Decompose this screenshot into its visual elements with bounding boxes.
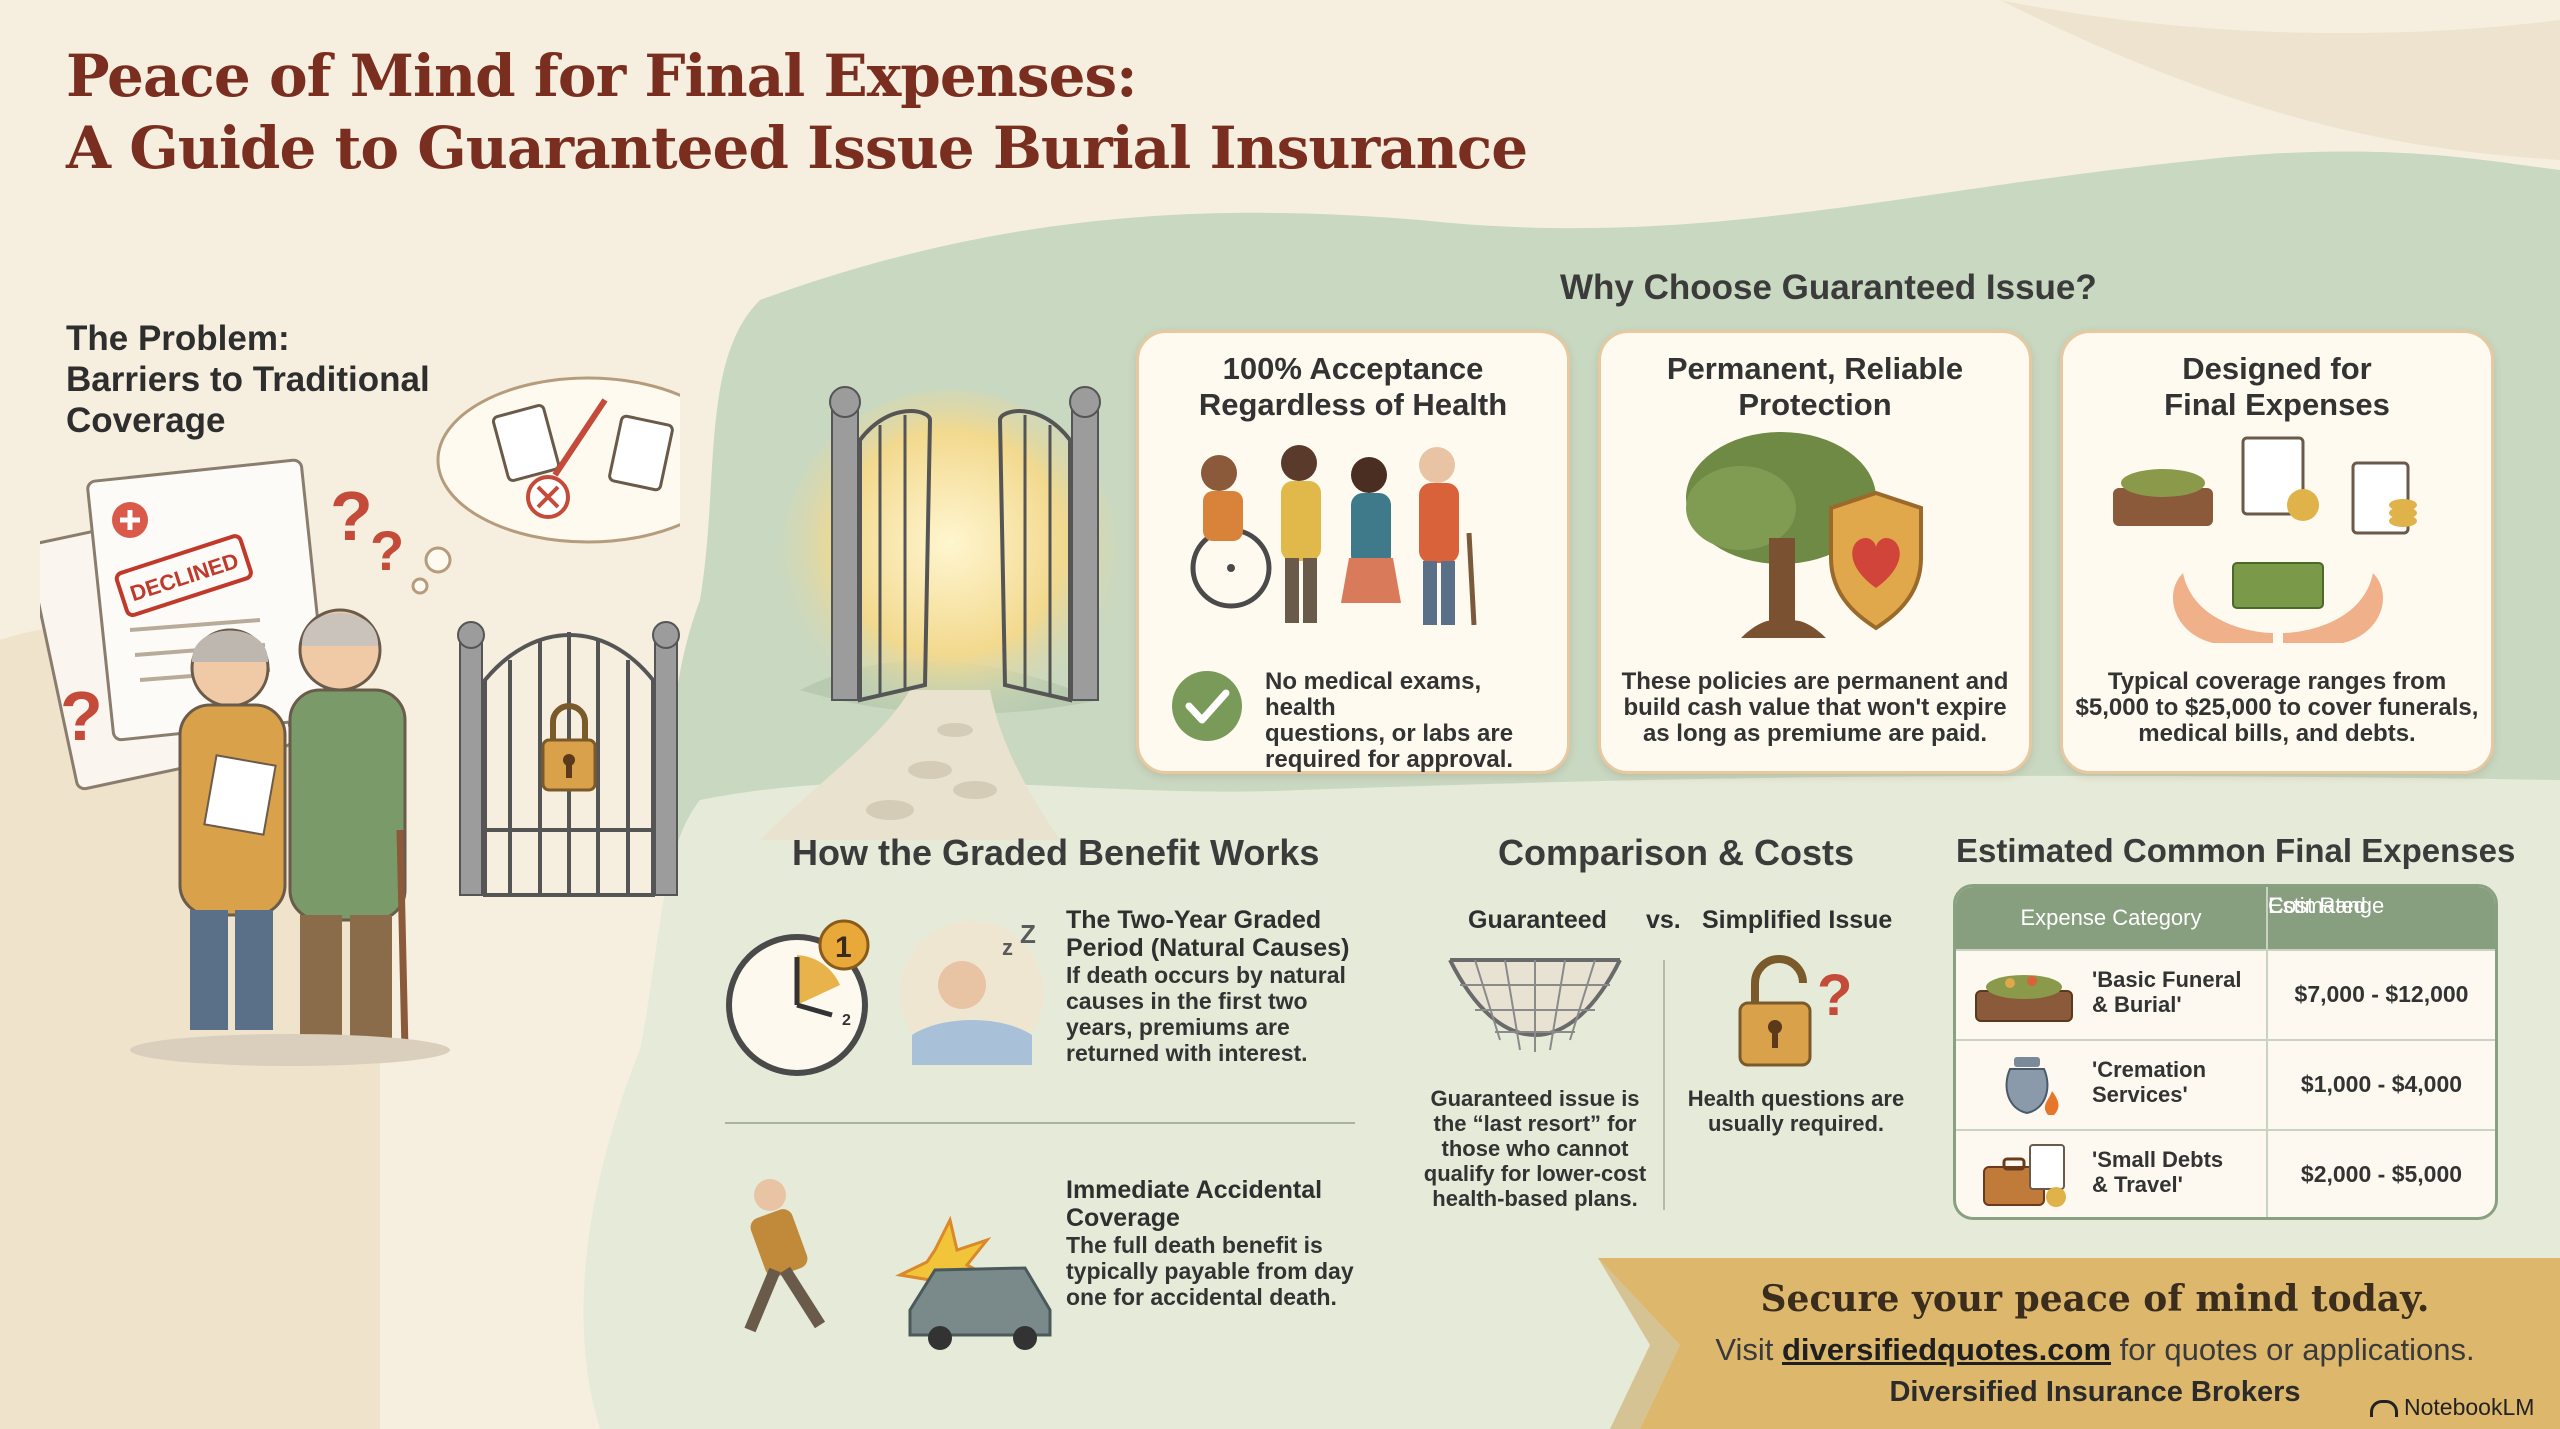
simplified-issue-label: Simplified Issue [1702,906,1893,934]
card-text: These policies are permanent and build c… [1621,668,2009,747]
elderly-couple-icon [130,608,450,1066]
card-text: Typical coverage ranges from $5,000 to $… [2075,668,2479,747]
diversifiedquotes-link[interactable]: diversifiedquotes.com [1781,1332,2112,1367]
why-choose-title: Why Choose Guaranteed Issue? [1560,268,2097,307]
expenses-table: Expense Category Estimated Cost Range 'B… [1953,884,2498,1220]
guaranteed-description: Guaranteed issue is the “last resort” fo… [1423,1086,1647,1211]
column-header-category: Expense Category [2020,905,2202,930]
money-hands-icon [2113,436,2417,643]
simplified-description: Health questions are usually required. [1687,1086,1905,1136]
comparison-divider [1663,960,1665,1210]
problem-illustration: DECLINED ? ? ? [40,376,680,1066]
notebooklm-logo-icon [2370,1400,2398,1418]
table-row: 'Basic Funeral & Burial' $7,000 - $12,00… [1956,949,2495,1039]
urn-icon [2005,1057,2059,1115]
accident-icon [744,1179,1052,1350]
card-permanent: Permanent, Reliable Protection These pol… [1598,330,2032,774]
suitcase-bill-icon [1983,1144,2066,1207]
table-column-divider [2266,887,2268,1217]
diverse-seniors-icon [1190,445,1477,626]
notebooklm-brand: NotebookLM [2370,1394,2534,1421]
cta-visit-line: Visit diversifiedquotes.com for quotes o… [1715,1332,2475,1367]
open-gate-icon [760,386,1120,840]
comparison-title: Comparison & Costs [1498,832,1855,873]
section-divider [725,1122,1355,1124]
card-text: No medical exams, health questions, or l… [1265,668,1514,773]
table-row: 'Small Debts & Travel' $2,000 - $5,000 [1956,1129,2495,1217]
thought-bubble-icon [411,376,680,595]
svg-text:1: 1 [835,931,852,964]
card-heading: Designed for Final Expenses [2164,351,2390,422]
guaranteed-label: Guaranteed [1468,906,1607,934]
locked-gate-icon [292,545,310,895]
expenses-title: Estimated Common Final Expenses [1956,832,2516,869]
card-final-expenses: Designed for Final Expenses Typical cove… [2060,330,2494,774]
table-row: 'Cremation Services' $1,000 - $4,000 [1956,1039,2495,1129]
question-mark-icon: ? [330,477,373,555]
graded-period-item: The Two-Year Graded Period (Natural Caus… [1066,906,1350,1066]
graded-benefit-title: How the Graded Benefit Works [792,832,1320,873]
svg-text:z: z [1002,935,1013,960]
cta-headline: Secure your peace of mind today. [1760,1278,2430,1320]
company-name: Diversified Insurance Brokers [1889,1376,2301,1408]
checkmark-icon [1172,671,1242,741]
vs-label: vs. [1646,906,1681,934]
svg-text:2: 2 [842,1012,851,1029]
open-lock-question-icon: ? [1738,955,1852,1067]
safety-net-icon [1448,958,1622,1052]
locked-gate-icon [457,621,680,897]
accidental-coverage-item: Immediate Accidental Coverage The full d… [1066,1176,1354,1310]
question-mark-icon: ? [60,677,103,755]
card-heading: 100% Acceptance Regardless of Health [1198,351,1508,422]
problem-heading: The Problem: Barriers to Traditional Cov… [66,319,430,440]
svg-text:Z: Z [1020,919,1036,949]
table-header: Expense Category Estimated Cost Range [1956,887,2495,949]
svg-text:?: ? [1817,963,1852,1028]
question-mark-icon: ? [370,519,404,582]
card-acceptance: 100% Acceptance Regardless of Health [1136,330,1570,774]
card-heading: Permanent, Reliable Protection [1666,351,1964,422]
clock-sleeping-icon: 2 1 z Z [726,919,1044,1076]
tree-shield-icon [1686,432,1923,638]
page-title: Peace of Mind for Final Expenses: A Guid… [66,42,1528,182]
casket-icon [1975,975,2073,1022]
